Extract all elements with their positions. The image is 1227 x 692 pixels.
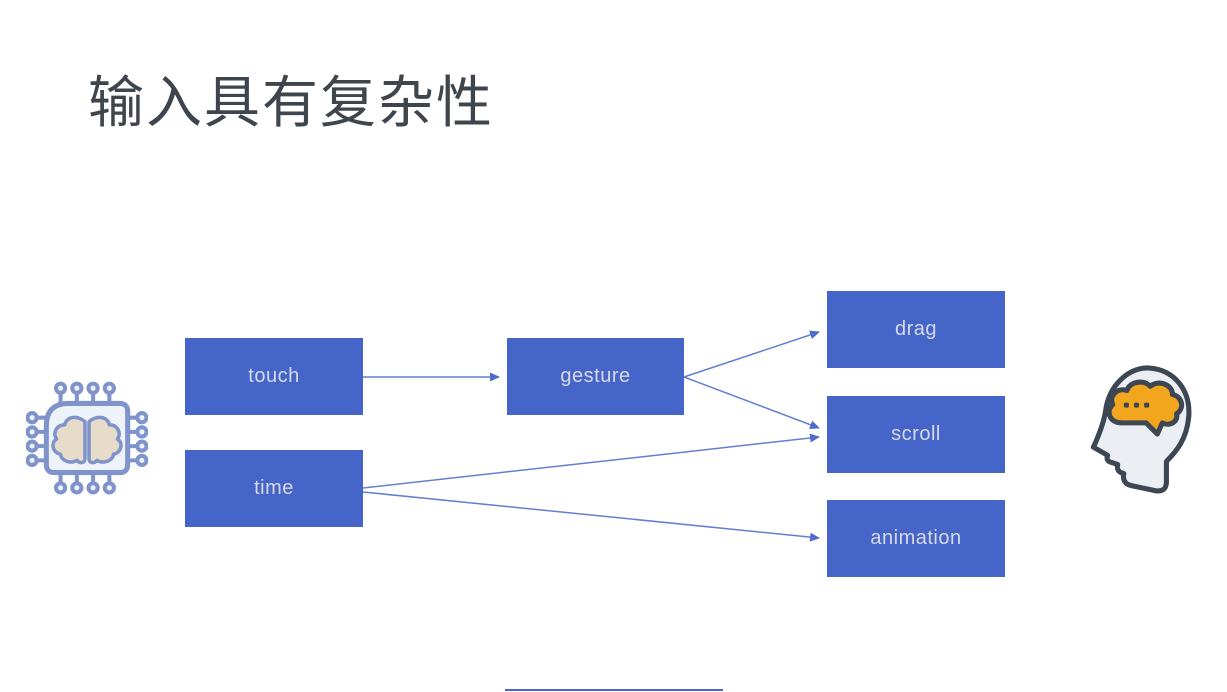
edge-time-scroll [362,433,820,489]
edge-gesture-scroll [683,376,820,430]
cloud-brain-shape [1106,379,1185,437]
node-scroll: scroll [827,396,1005,473]
bottom-progress-line [505,689,723,691]
node-drag-label: drag [894,318,938,340]
node-time-label: time [254,477,294,499]
node-gesture-label: gesture [560,365,631,387]
cloud-dots [1123,402,1150,408]
node-drag: drag [827,291,1005,368]
node-time: time [185,450,363,527]
node-scroll-label: scroll [891,423,941,445]
node-animation: animation [827,500,1005,577]
head-brain-icon [1090,365,1192,494]
node-animation-label: animation [870,527,962,549]
node-touch-label: touch [248,365,300,387]
node-gesture: gesture [507,338,684,415]
edge-gesture-drag [683,330,820,378]
edge-time-animation [362,491,820,542]
chip-brain-icon [26,381,148,495]
node-touch: touch [185,338,363,415]
page-title: 输入具有复杂性 [88,71,494,134]
